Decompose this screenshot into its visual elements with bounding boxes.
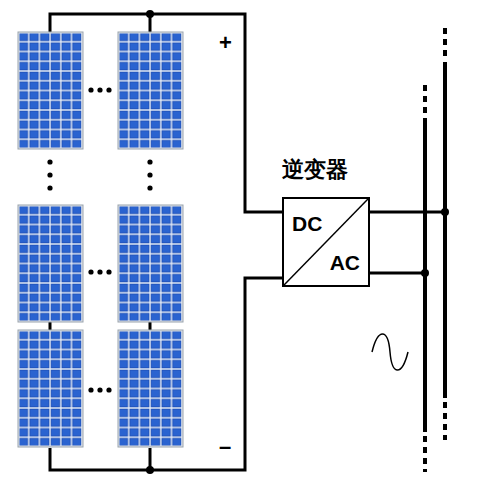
- dc-wires: [50, 14, 445, 470]
- dc-label: DC: [292, 212, 322, 236]
- inverter-box: 逆变器DCAC: [282, 197, 370, 287]
- ac-sine-symbol: [372, 334, 408, 370]
- ellipsis-dots: [47, 87, 152, 392]
- grid-bus: [425, 28, 445, 472]
- positive-terminal: +: [219, 30, 232, 56]
- inverter-title: 逆变器: [282, 155, 348, 185]
- ac-label: AC: [330, 251, 360, 275]
- junction-dots: [146, 10, 449, 474]
- negative-terminal: –: [219, 434, 231, 460]
- solar-panels: [18, 32, 183, 447]
